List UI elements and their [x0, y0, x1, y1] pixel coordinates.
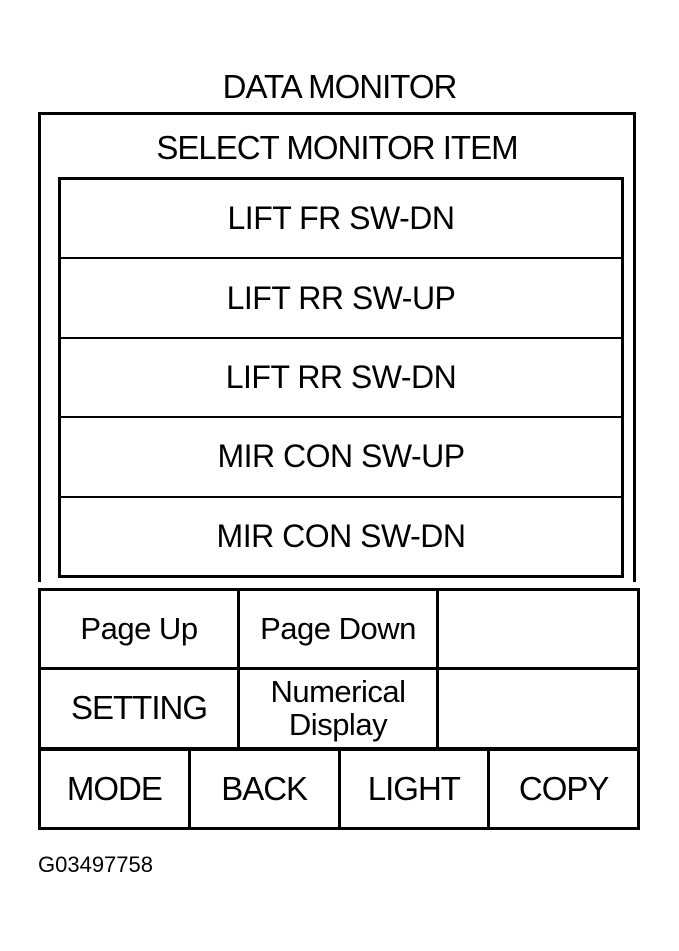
- button-row-1: Page Up Page Down: [38, 588, 640, 670]
- screen-title: DATA MONITOR: [222, 68, 458, 105]
- list-item-lift-rr-sw-dn[interactable]: LIFT RR SW-DN: [61, 339, 621, 419]
- button-row-2: SETTING Numerical Display: [38, 670, 640, 750]
- list-item-mir-con-sw-dn[interactable]: MIR CON SW-DN: [216, 517, 466, 554]
- list-item-mir-con-sw-up[interactable]: MIR CON SW-UP: [61, 418, 621, 498]
- back-button[interactable]: BACK: [191, 751, 341, 827]
- monitor-item-list: LIFT FR SW-DN LIFT RR SW-UP LIFT RR SW-D…: [58, 177, 624, 578]
- empty-button-slot: [439, 670, 637, 747]
- monitor-panel: SELECT MONITOR ITEM LIFT FR SW-DN LIFT R…: [38, 112, 636, 582]
- page-up-button[interactable]: Page Up: [41, 591, 240, 667]
- mode-button[interactable]: MODE: [41, 751, 191, 827]
- list-item-lift-fr-sw-dn[interactable]: LIFT FR SW-DN: [61, 180, 621, 260]
- numerical-display-button[interactable]: Numerical Display: [240, 670, 439, 747]
- empty-button-slot: [439, 591, 637, 667]
- button-row-3: MODE BACK LIGHT COPY: [38, 748, 640, 830]
- numerical-display-label: Numerical Display: [270, 673, 406, 742]
- select-monitor-item-heading: SELECT MONITOR ITEM: [156, 129, 518, 166]
- light-button[interactable]: LIGHT: [341, 751, 491, 827]
- copy-button[interactable]: COPY: [518, 769, 610, 807]
- setting-button[interactable]: SETTING: [41, 670, 240, 747]
- list-item-lift-rr-sw-up[interactable]: LIFT RR SW-UP: [61, 259, 621, 339]
- page-down-button[interactable]: Page Down: [240, 591, 439, 667]
- figure-id: G03497758: [38, 852, 153, 877]
